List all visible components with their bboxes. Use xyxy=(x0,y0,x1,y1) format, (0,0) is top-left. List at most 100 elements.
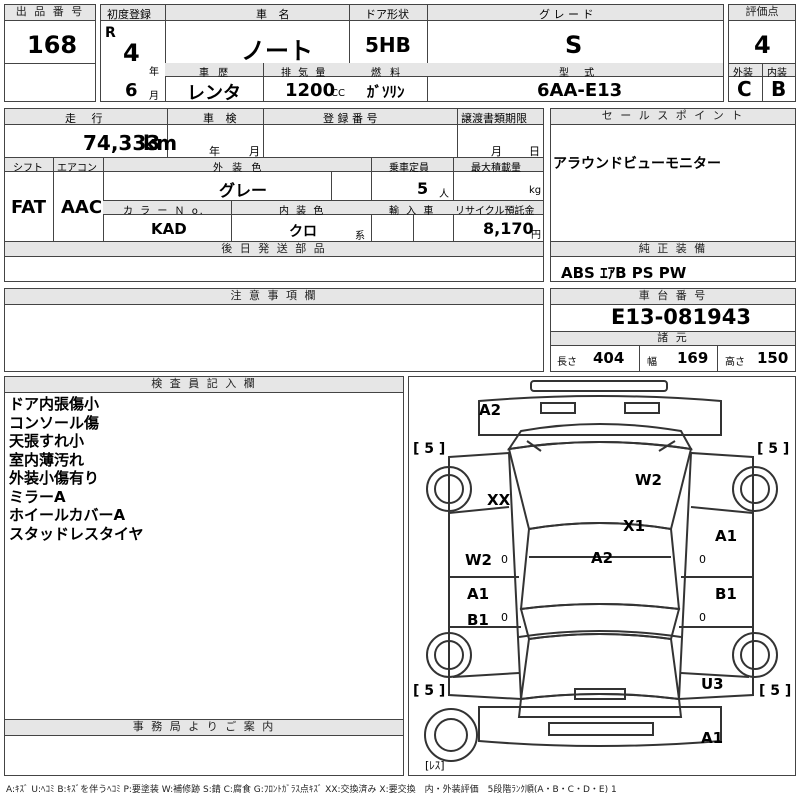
score-label: 評価点 xyxy=(729,5,795,21)
inspector-note: ミラーA xyxy=(9,487,66,506)
damage-mark: W2 xyxy=(635,471,662,489)
damage-mark: A1 xyxy=(467,585,490,603)
reg-month: 6 xyxy=(125,80,138,101)
transfer-day: 日 xyxy=(529,145,540,158)
capacity: 5 xyxy=(417,179,429,198)
inspector-note: 天張すれ小 xyxy=(9,432,85,450)
car-name-label: 車 名 xyxy=(256,8,294,21)
height: 150 xyxy=(757,349,789,367)
damage-mark: A1 xyxy=(701,729,724,747)
inspector-note: 室内薄汚れ xyxy=(9,450,85,469)
load-unit: kg xyxy=(529,185,542,196)
grade: S xyxy=(565,31,583,59)
disp-unit: CC xyxy=(331,88,345,99)
recycle-label: リサイクル預託金 xyxy=(455,206,535,217)
load-label: 最大積載量 xyxy=(471,163,521,174)
shift: FAT xyxy=(11,197,47,218)
month-unit: 月 xyxy=(149,91,159,102)
legend: A:ｷｽﾞ U:ﾍｺﾐ B:ｷｽﾞを伴うﾍｺﾐ P:要塗装 W:補修跡 S:錆 … xyxy=(6,785,617,795)
ac-label: エアコン xyxy=(57,163,97,174)
regno-label: 登 録 番 号 xyxy=(323,112,378,125)
year-unit: 年 xyxy=(149,67,159,78)
chassis-box: 車 台 番 号 E13-081943 諸 元 長さ 404 幅 169 高さ 1… xyxy=(550,288,796,372)
mileage: 74,333 xyxy=(83,131,161,155)
reg-year: 4 xyxy=(123,39,140,67)
ext-label: 外装 xyxy=(733,68,753,79)
colorno-label: カ ラ ー Ｎ o. xyxy=(123,206,205,217)
car-diagram: [ 5 ] [ 5 ] [ 5 ] [ 5 ] [ﾚｽ] A2 W2 XX X1… xyxy=(408,376,796,776)
intcolor-unit: 系 xyxy=(355,231,365,242)
disp-label: 排 気 量 xyxy=(281,68,328,79)
width-label: 幅 xyxy=(647,357,657,368)
length: 404 xyxy=(593,349,625,367)
inspector-note: コンソール傷 xyxy=(9,413,100,432)
equipment: ABS ｴｱB PS PW xyxy=(561,264,687,282)
damage-mark: B1 xyxy=(715,585,737,603)
transfer-label: 譲渡書類期限 xyxy=(461,112,527,125)
interior-color: クロ xyxy=(289,224,317,240)
chassis-label: 車 台 番 号 xyxy=(551,289,795,305)
intcolor-label: 内 装 色 xyxy=(279,206,326,217)
height-label: 高さ xyxy=(725,357,745,368)
ac: AAC xyxy=(61,197,103,218)
inspector-note: 外装小傷有り xyxy=(9,469,100,487)
door-zero-left: 0 xyxy=(501,553,508,566)
door-label: ドア形状 xyxy=(365,8,409,21)
ext-grade: C xyxy=(737,77,752,101)
damage-mark: A2 xyxy=(591,549,614,567)
damage-mark: U3 xyxy=(701,675,724,693)
grade-label: グ レ ー ド xyxy=(539,8,594,21)
fuel-label: 燃 料 xyxy=(371,68,404,79)
spec-label: 諸 元 xyxy=(551,332,795,346)
spare-tire-label: [ﾚｽ] xyxy=(425,759,445,772)
inspector-label: 検 査 員 記 入 欄 xyxy=(5,377,403,393)
inspector-box: 検 査 員 記 入 欄 ドア内張傷小 コンソール傷 天張すれ小 室内薄汚れ 外装… xyxy=(4,376,404,776)
width: 169 xyxy=(677,349,709,367)
car-outline-svg xyxy=(424,380,778,762)
vehicle-header: 初度登録 車 名 ドア形状 グ レ ー ド R 4 年 ノート 5HB S 車 … xyxy=(100,4,724,104)
office-label: 事 務 局 よ り ご 案 内 xyxy=(5,720,403,736)
caution-label: 注 意 事 項 欄 xyxy=(5,289,543,305)
capacity-label: 乗車定員 xyxy=(389,163,429,174)
inspector-note: ホイールカバーA xyxy=(9,506,126,524)
door-type: 5HB xyxy=(365,33,411,57)
insp-year-unit: 年 xyxy=(209,145,220,158)
later-parts-label: 後 日 発 送 部 品 xyxy=(5,242,543,257)
equipment-label: 純 正 装 備 xyxy=(551,242,795,257)
shift-label: シフト xyxy=(13,163,43,174)
color-label: 外 装 色 xyxy=(213,163,265,174)
mileage-label: 走 行 xyxy=(65,112,109,125)
color-no: KAD xyxy=(151,220,187,238)
tire-rear-right: [ 5 ] xyxy=(759,683,792,699)
car-name: ノート xyxy=(241,37,313,65)
inspector-note: スタッドレスタイヤ xyxy=(9,524,144,543)
insp-month-unit: 月 xyxy=(249,145,260,158)
displacement: 1200 xyxy=(285,80,336,101)
int-grade: B xyxy=(771,77,787,101)
door-zero-left-rear: 0 xyxy=(501,611,508,624)
recycle-unit: 円 xyxy=(531,230,541,241)
info-box: 走 行 車 検 登 録 番 号 譲渡書類期限 74,333 km 年 月 月 日… xyxy=(4,108,544,282)
tire-front-right: [ 5 ] xyxy=(757,441,790,457)
body-color: グレー xyxy=(219,181,268,200)
chassis-number: E13-081943 xyxy=(611,305,751,329)
sales-box: セ ー ル ス ポ イ ン ト アラウンドビューモニター 純 正 装 備 ABS… xyxy=(550,108,796,282)
sales-point: アラウンドビューモニター xyxy=(553,156,721,172)
import-label: 輸 入 車 xyxy=(389,206,436,217)
damage-mark: XX xyxy=(487,491,511,509)
history: レンタ xyxy=(187,83,241,104)
inspector-note: ドア内張傷小 xyxy=(9,395,100,413)
lot-label: 出 品 番 号 xyxy=(5,5,95,21)
model-label: 型 式 xyxy=(559,68,601,79)
tire-front-left: [ 5 ] xyxy=(413,441,446,457)
caution-box: 注 意 事 項 欄 xyxy=(4,288,544,372)
era: R xyxy=(105,25,116,41)
length-label: 長さ xyxy=(557,357,577,368)
sales-point-label: セ ー ル ス ポ イ ン ト xyxy=(551,109,795,125)
recycle-fee: 8,170 xyxy=(483,219,534,238)
inspection-label: 車 検 xyxy=(203,112,241,125)
int-label: 内装 xyxy=(767,68,787,79)
history-label: 車 歴 xyxy=(199,68,232,79)
damage-mark: W2 xyxy=(465,551,492,569)
score: 4 xyxy=(754,31,771,59)
